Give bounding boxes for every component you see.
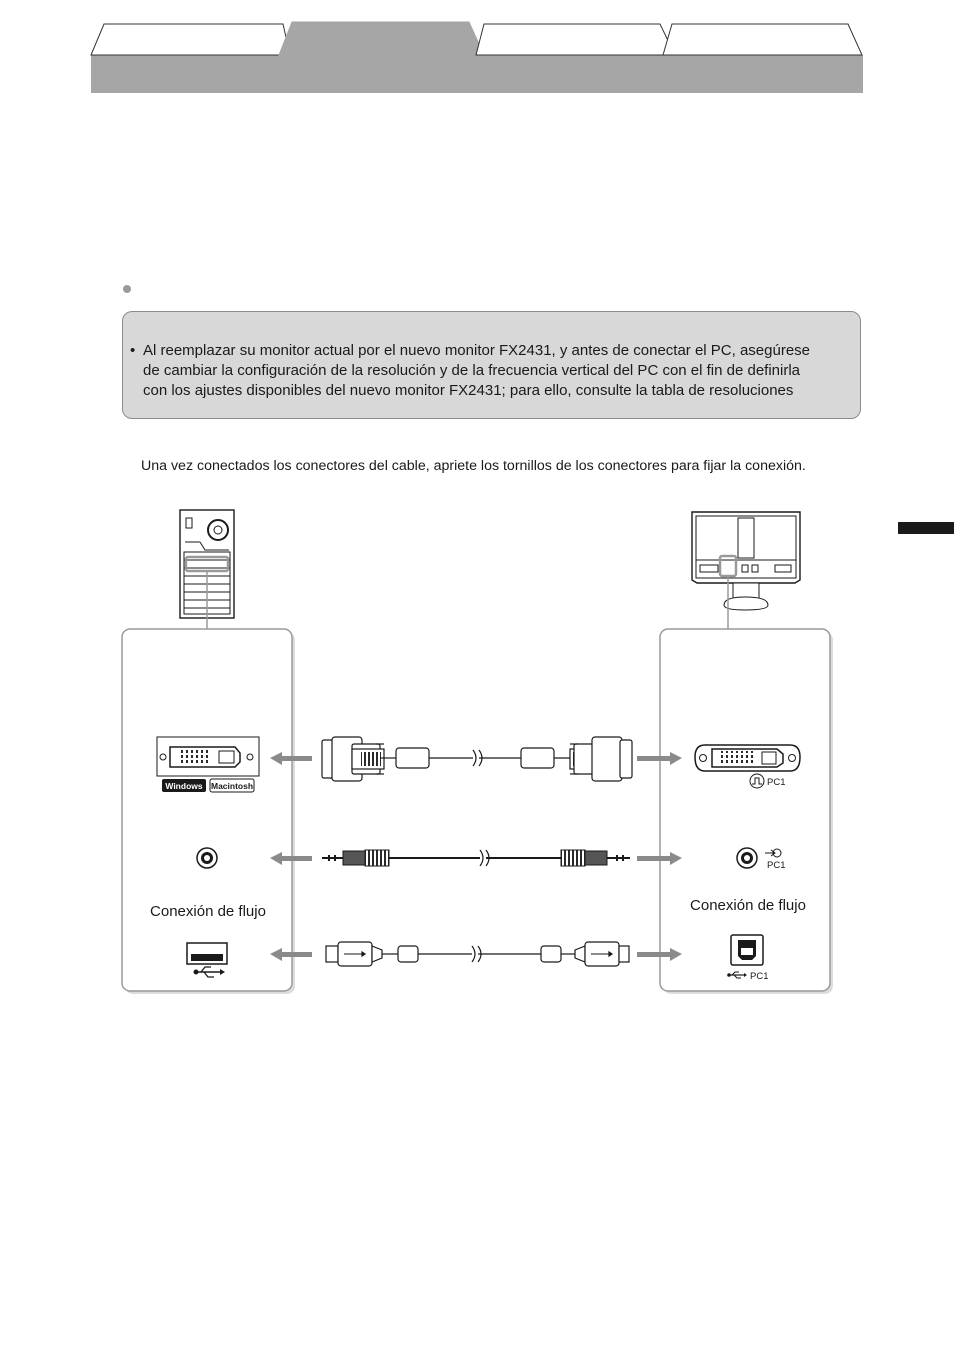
pc-stream-connection-label: Conexión de flujo [150,903,266,920]
arrow-right-usb [637,948,682,961]
windows-badge-label: Windows [165,781,202,791]
note-line: con los ajustes disponibles del nuevo mo… [143,382,794,399]
tab-4[interactable] [662,23,863,56]
note-line: Al reemplazar su monitor actual por el n… [143,342,811,359]
pc-audio-port-icon [196,847,218,869]
monitor-usb-port-icon [730,934,764,966]
note-bullet: • [130,342,136,359]
tab-1[interactable] [90,23,291,56]
monitor-audio-port-icon [736,847,758,869]
note-line: de cambiar la configuración de la resolu… [143,362,801,379]
usb-symbol-icon [193,966,225,978]
monitor-rear-icon [691,511,801,611]
note-box: • Al reemplazar su monitor actual por el… [122,311,861,419]
monitor-dvi-port-icon [694,744,801,772]
monitor-dvi-port-label: PC1 [767,777,785,788]
connection-diagram: Windows Macintosh PC1 [121,509,833,994]
side-index-marker [898,522,954,534]
arrow-left-audio [270,852,312,865]
usb-cable-icon [325,941,630,967]
windows-badge [162,779,206,792]
audio-cable-icon [322,849,630,867]
pc-dvi-port-icon [156,736,260,777]
arrow-left-usb [270,948,312,961]
monitor-port-panel [659,628,831,992]
tab-2-active[interactable] [278,21,485,56]
section-tab-header [90,21,863,93]
monitor-audio-port-label: PC1 [767,860,785,871]
arrow-right-audio [637,852,682,865]
macintosh-badge-label: Macintosh [211,781,253,791]
usb-symbol-icon [727,971,747,979]
pc-port-panel [121,628,293,992]
monitor-stream-connection-label: Conexión de flujo [690,897,806,914]
tab-3[interactable] [475,23,676,56]
audio-input-icon [765,848,782,858]
macintosh-badge [209,778,255,793]
header-band [91,55,863,93]
arrow-right-dvi [637,752,682,765]
dvi-cable-icon [321,736,633,782]
connection-arrows [270,752,682,961]
pc-usb-port-icon [186,942,228,965]
monitor-usb-port-label: PC1 [750,971,768,982]
instruction-text: Una vez conectados los conectores del ca… [141,458,806,474]
arrow-left-dvi [270,752,312,765]
note-text: • Al reemplazar su monitor actual por el… [130,341,859,401]
digital-signal-icon [749,773,765,789]
section-bullet [123,285,131,293]
